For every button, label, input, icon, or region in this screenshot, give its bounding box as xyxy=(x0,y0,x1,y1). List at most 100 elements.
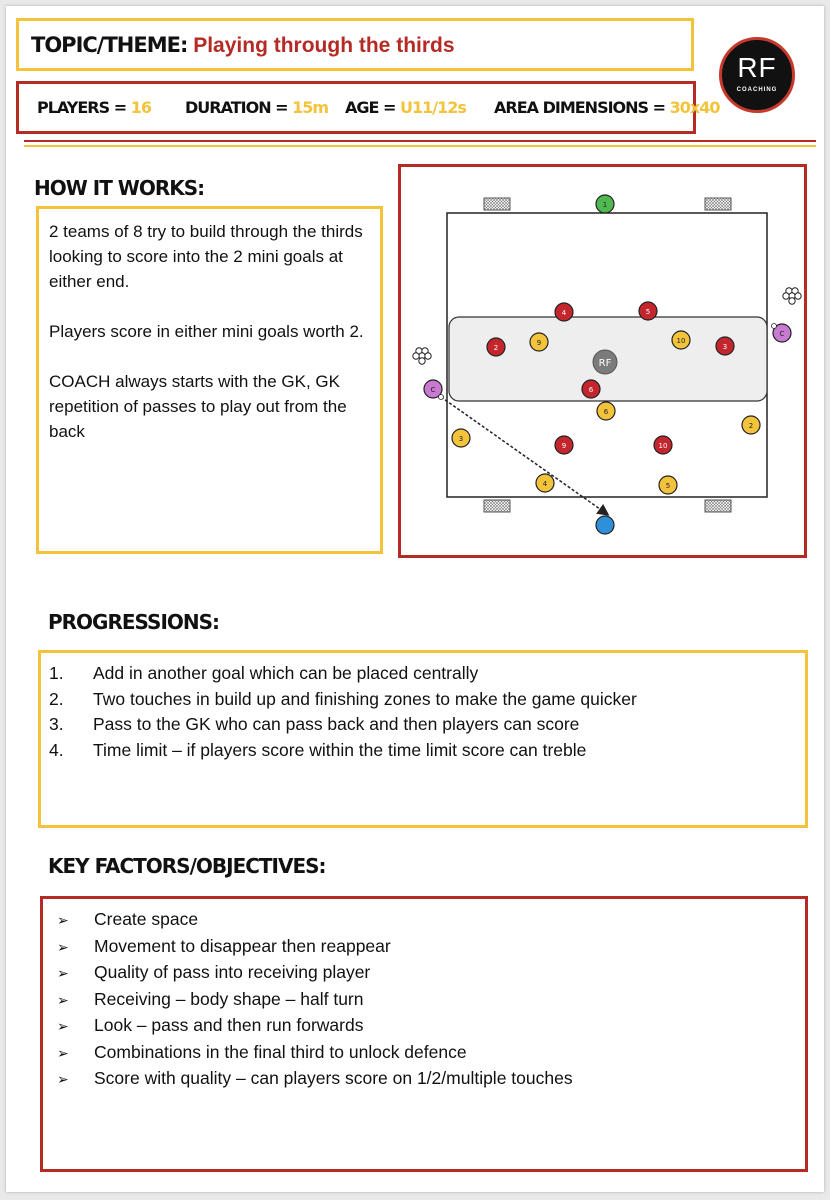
mini-goal-bottom-right xyxy=(704,499,732,513)
key-factor-item: ➢ Score with quality – can players score … xyxy=(57,1066,573,1093)
key-factor-item: ➢Receiving – body shape – half turn xyxy=(57,987,573,1014)
key-factors-list: ➢ Create space ➢ Movement to disappear the… xyxy=(57,907,573,1093)
area-value: 30x40 xyxy=(669,98,721,117)
goalkeeper-green-number: 1 xyxy=(603,201,607,209)
ball-stack-left xyxy=(412,347,432,365)
center-logo-text: RF xyxy=(599,358,612,369)
mini-goal-bottom-left xyxy=(483,499,511,513)
yellow-player-5: 5 xyxy=(658,475,678,495)
yellow-player-4: 4 xyxy=(535,473,555,493)
key-factor-text: Create space xyxy=(94,909,199,929)
yellow-player-3: 3 xyxy=(451,428,471,448)
red-player-4-number: 4 xyxy=(562,309,567,317)
session-meta-box: PLAYERS = 16 DURATION = 15m AGE = U11/12… xyxy=(16,81,720,134)
area-label: AREA DIMENSIONS = xyxy=(494,98,666,117)
progressions-heading: PROGRESSIONS: xyxy=(48,610,220,634)
progression-number: 3. xyxy=(49,714,64,734)
arrow-bullet-icon: ➢ xyxy=(57,1018,69,1034)
arrow-bullet-icon: ➢ xyxy=(57,1071,69,1087)
progression-text: Two touches in build up and finishing zo… xyxy=(93,688,637,709)
logo-subtitle: COACHING xyxy=(736,87,778,93)
arrow-bullet-icon: ➢ xyxy=(57,938,69,955)
yellow-player-9-number: 9 xyxy=(537,339,541,347)
coach-right-label: C xyxy=(780,330,785,338)
goalkeeper-green: 1 xyxy=(595,194,615,214)
red-player-9-number: 9 xyxy=(562,442,566,450)
red-player-3: 3 xyxy=(715,336,735,356)
age-meta: AGE = U11/12s xyxy=(345,98,467,117)
red-player-5: 5 xyxy=(638,301,658,321)
duration-value: 15m xyxy=(292,98,329,117)
progression-text: Pass to the GK who can pass back and the… xyxy=(93,714,580,734)
topic-label: TOPIC/THEME: xyxy=(31,33,188,57)
progression-text: Time limit – if players score within the… xyxy=(93,739,587,760)
key-factor-text: Look – pass and then run forwards xyxy=(94,1015,364,1035)
red-player-10: 10 xyxy=(653,435,673,455)
progressions-box: 1. Add in another goal which can be place… xyxy=(38,650,808,828)
arrow-bullet-icon: ➢ xyxy=(57,965,69,981)
mini-goal-top-right xyxy=(704,197,732,211)
red-player-2: 2 xyxy=(486,337,506,357)
coach-left: C xyxy=(423,379,444,400)
progression-text: Add in another goal which can be placed … xyxy=(93,663,479,683)
progression-number: 2. xyxy=(49,688,64,709)
progressions-list: 1. Add in another goal which can be place… xyxy=(49,661,637,763)
arrow-bullet-icon: ➢ xyxy=(57,991,69,1008)
red-player-10-number: 10 xyxy=(659,442,668,450)
key-factor-item: ➢ Movement to disappear then reappear xyxy=(57,934,573,961)
how-paragraph-1: 2 teams of 8 try to build through the th… xyxy=(49,222,363,291)
pitch-diagram-box: RF 1 xyxy=(398,164,807,558)
yellow-player-10: 10 xyxy=(671,330,691,350)
key-factor-text: Quality of pass into receiving player xyxy=(94,962,371,982)
key-factor-item: ➢ Quality of pass into receiving player xyxy=(57,960,573,987)
key-factor-text: Movement to disappear then reappear xyxy=(94,935,391,956)
progression-item: 1. Add in another goal which can be place… xyxy=(49,661,637,687)
arrow-bullet-icon: ➢ xyxy=(57,912,69,928)
age-label: AGE = xyxy=(345,98,396,117)
ball-stack-right xyxy=(782,287,802,305)
yellow-player-6-number: 6 xyxy=(604,408,609,416)
age-value: U11/12s xyxy=(400,98,467,117)
pitch-diagram: RF 1 xyxy=(412,194,802,535)
key-factors-heading: KEY FACTORS/OBJECTIVES: xyxy=(48,854,327,878)
center-logo-circle xyxy=(592,349,618,375)
topic-title: Playing through the thirds xyxy=(193,34,455,57)
red-player-6-number: 6 xyxy=(589,386,594,394)
arrow-bullet-icon: ➢ xyxy=(57,1044,69,1061)
logo-initials: RF xyxy=(737,52,777,83)
area-meta: AREA DIMENSIONS = 30x40 xyxy=(494,98,721,117)
progression-item: 4. Time limit – if players score within t… xyxy=(49,738,637,764)
players-meta: PLAYERS = 16 xyxy=(37,98,152,117)
red-player-5-number: 5 xyxy=(646,308,650,316)
key-factors-box: ➢ Create space ➢ Movement to disappear the… xyxy=(40,896,808,1172)
progression-number: 1. xyxy=(49,663,64,683)
key-factor-text: Score with quality – can players score o… xyxy=(94,1068,573,1088)
divider-red xyxy=(24,140,816,142)
key-factor-item: ➢ Combinations in the final third to unlo… xyxy=(57,1040,573,1067)
yellow-player-2-number: 2 xyxy=(749,422,753,430)
goalkeeper-blue xyxy=(595,515,615,535)
red-player-4: 4 xyxy=(554,302,574,322)
key-factor-item: ➢ Create space xyxy=(57,907,573,934)
yellow-player-3-number: 3 xyxy=(459,435,463,443)
duration-meta: DURATION = 15m xyxy=(185,98,329,117)
red-player-2-number: 2 xyxy=(494,344,498,352)
key-factor-item: ➢ Look – pass and then run forwards xyxy=(57,1013,573,1040)
rf-coaching-logo: RF COACHING xyxy=(719,37,795,113)
mini-goal-top-left xyxy=(483,197,511,211)
coach-right: C xyxy=(771,323,792,343)
progression-number: 4. xyxy=(49,739,64,760)
yellow-player-4-number: 4 xyxy=(543,480,548,488)
red-player-3-number: 3 xyxy=(723,343,727,351)
red-player-9: 9 xyxy=(554,435,574,455)
duration-label: DURATION = xyxy=(185,98,289,117)
pass-arrow xyxy=(440,396,610,516)
divider-yellow xyxy=(24,145,816,147)
coach-left-label: C xyxy=(431,386,436,394)
players-value: 16 xyxy=(130,98,152,117)
how-it-works-text: 2 teams of 8 try to build through the th… xyxy=(49,219,379,469)
how-paragraph-2: Players score in either mini goals worth… xyxy=(49,322,364,341)
yellow-player-2: 2 xyxy=(741,415,761,435)
key-factor-text: Combinations in the final third to unloc… xyxy=(94,1041,467,1062)
how-paragraph-3: COACH always starts with the GK, GK repe… xyxy=(49,372,347,441)
